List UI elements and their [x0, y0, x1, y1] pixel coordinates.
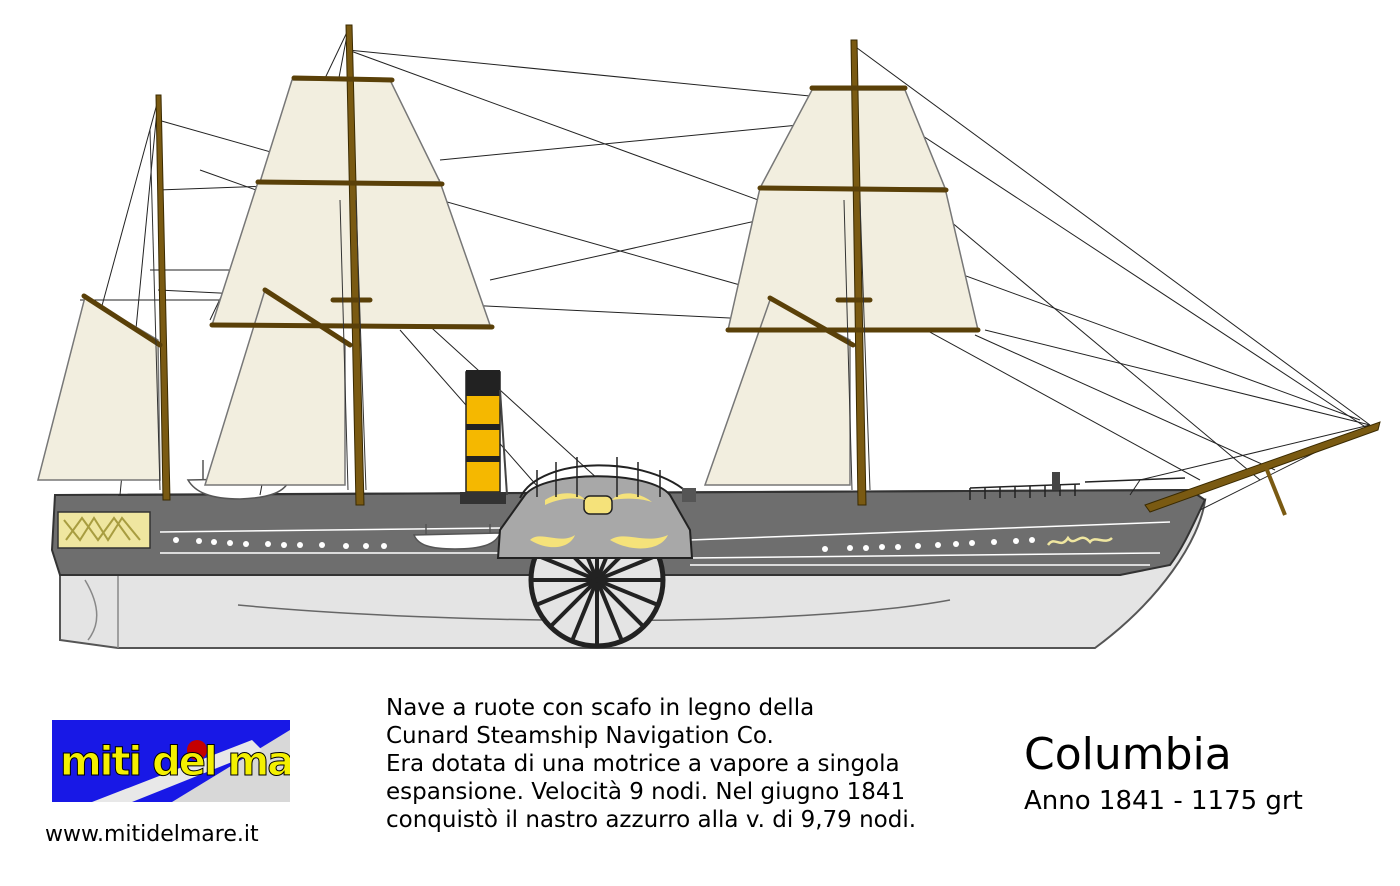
ratlines: [149, 129, 871, 491]
portholes-fore: [822, 537, 1035, 552]
portholes-aft: [173, 537, 387, 549]
funnel: [460, 370, 506, 504]
yards: [81, 75, 981, 348]
logo-text: miti del mare: [59, 739, 290, 785]
ship-meta: Anno 1841 - 1175 grt: [1024, 786, 1303, 816]
description-line: Nave a ruote con scafo in legno della: [386, 695, 815, 721]
masts: [155, 24, 867, 506]
logo[interactable]: miti del mare: [52, 720, 290, 802]
logo-graphic: [92, 730, 290, 802]
ship-description: Nave a ruote con scafo in legno della Cu…: [386, 694, 986, 834]
description-line: espansione. Velocità 9 nodi. Nel giugno …: [386, 779, 906, 805]
bowsprit: [1144, 421, 1381, 516]
description-line: conquistò il nastro azzurro alla v. di 9…: [386, 807, 917, 833]
description-line: Cunard Steamship Navigation Co.: [386, 723, 774, 749]
ship-name: Columbia: [1024, 729, 1232, 780]
paddle-box: [496, 475, 694, 559]
sails: [37, 79, 979, 486]
website-link[interactable]: www.mitidelmare.it: [45, 822, 259, 847]
fore-railing: [969, 477, 1186, 500]
lifeboat-side: [412, 532, 502, 550]
description-line: Era dotata di una motrice a vapore a sin…: [386, 751, 900, 777]
